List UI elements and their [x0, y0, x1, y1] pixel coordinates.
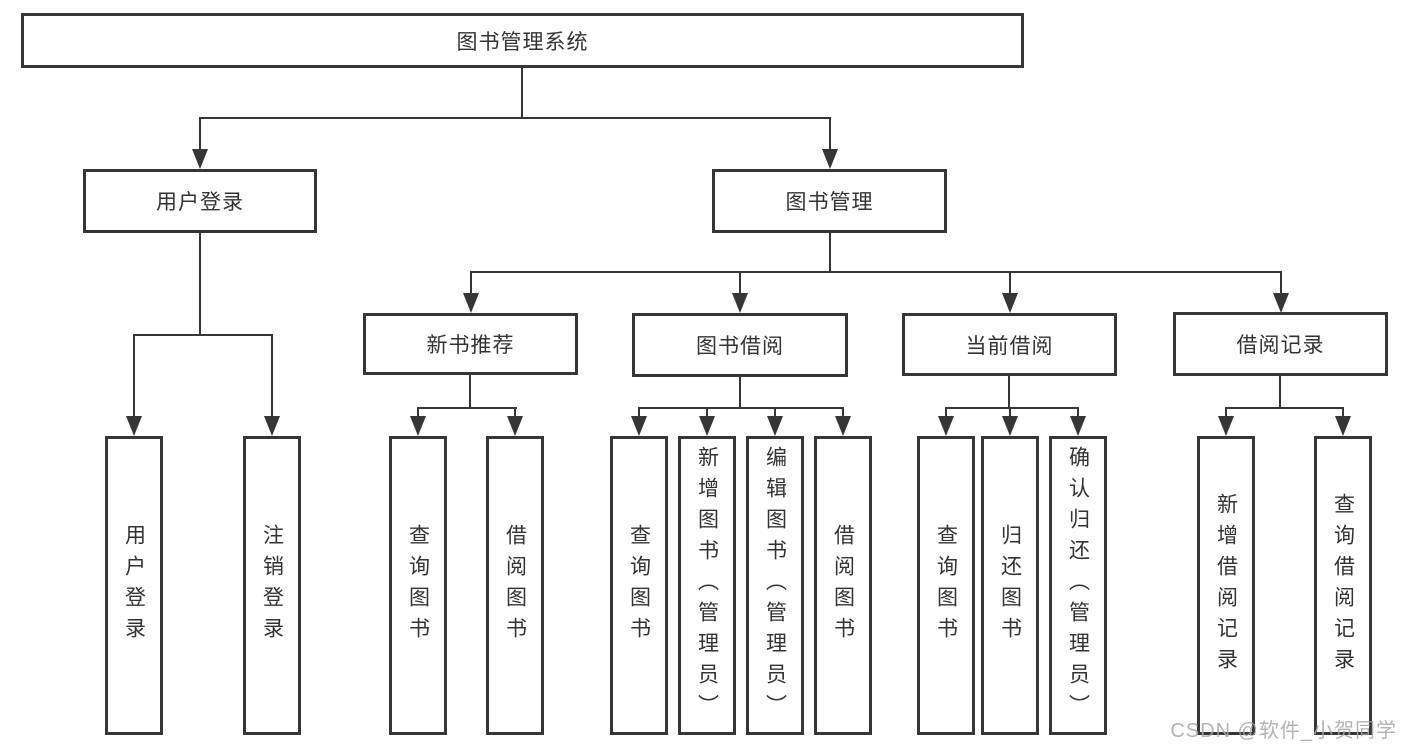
connector-hline [133, 334, 273, 336]
connector-stub [271, 334, 273, 420]
connector-stub [842, 407, 844, 420]
leaf-borrow-books-borrowing: 借阅图书 [814, 436, 872, 735]
node-book-management: 图书管理 [712, 169, 947, 233]
connector-stub [1342, 407, 1344, 420]
connector-hline [199, 117, 831, 119]
node-book-borrowing-label: 图书借阅 [696, 335, 784, 358]
node-user-login: 用户登录 [83, 169, 317, 233]
connector-stub [1009, 407, 1011, 420]
node-current-borrowing: 当前借阅 [902, 313, 1117, 376]
connector-vline [469, 375, 471, 409]
arrow-down-icon [1218, 416, 1234, 436]
arrow-down-icon [463, 293, 479, 313]
leaf-logout: 注销登录 [243, 436, 301, 735]
arrow-down-icon [822, 149, 838, 169]
node-book-management-label: 图书管理 [785, 191, 874, 214]
leaf-add-borrow-record-label: 新增借阅记录 [1214, 492, 1238, 679]
leaf-logout-label: 注销登录 [260, 523, 284, 648]
leaf-query-books-recommend-label: 查询图书 [406, 523, 430, 648]
arrow-down-icon [1335, 416, 1351, 436]
csdn-watermark: CSDN @软件_小贺同学 [1170, 720, 1397, 742]
arrow-down-icon [507, 416, 523, 436]
connector-vline [521, 68, 523, 119]
arrow-down-icon [699, 416, 715, 436]
arrow-down-icon [264, 416, 280, 436]
node-current-borrowing-label: 当前借阅 [965, 334, 1054, 358]
leaf-add-borrow-record: 新增借阅记录 [1197, 436, 1255, 735]
connector-hline [945, 407, 1079, 409]
connector-stub [133, 334, 135, 420]
arrow-down-icon [1002, 293, 1018, 313]
leaf-return-books-label: 归还图书 [998, 523, 1022, 648]
connector-hline [1225, 407, 1344, 409]
connector-vline [1008, 376, 1010, 409]
arrow-down-icon [1273, 293, 1289, 313]
node-library-system-label: 图书管理系统 [456, 30, 589, 54]
connector-stub [1225, 407, 1227, 420]
connector-stub [514, 407, 516, 420]
connector-hline [638, 407, 844, 409]
leaf-user-login-label: 用户登录 [122, 523, 146, 648]
leaf-edit-book-admin-label: 编辑图书（管理员） [763, 446, 787, 725]
leaf-query-borrow-record-label: 查询借阅记录 [1331, 492, 1355, 679]
connector-stub [638, 407, 640, 420]
connector-stub [417, 407, 419, 420]
connector-hline [417, 407, 517, 409]
leaf-borrow-books-recommend: 借阅图书 [486, 436, 544, 735]
connector-stub [774, 407, 776, 420]
leaf-return-books: 归还图书 [981, 436, 1039, 735]
connector-hline [470, 271, 1281, 273]
node-borrowing-records: 借阅记录 [1173, 312, 1388, 376]
connector-vline [1279, 376, 1281, 409]
leaf-borrow-books-recommend-label: 借阅图书 [503, 523, 527, 648]
connector-stub [706, 407, 708, 420]
leaf-query-books-borrowing-label: 查询图书 [627, 523, 651, 648]
arrow-down-icon [192, 149, 208, 169]
node-borrowing-records-label: 借阅记录 [1236, 334, 1325, 357]
connector-stub [829, 117, 831, 155]
node-new-book-recommendation: 新书推荐 [363, 313, 578, 375]
node-library-system: 图书管理系统 [21, 13, 1024, 68]
node-book-borrowing: 图书借阅 [632, 313, 848, 377]
arrow-down-icon [1070, 416, 1086, 436]
leaf-add-book-admin: 新增图书（管理员） [678, 436, 736, 735]
connector-stub [1280, 271, 1282, 297]
node-new-book-recommendation-label: 新书推荐 [426, 334, 515, 357]
connector-stub [1077, 407, 1079, 420]
connector-stub [199, 117, 201, 155]
leaf-edit-book-admin: 编辑图书（管理员） [746, 436, 804, 735]
leaf-query-borrow-record: 查询借阅记录 [1314, 436, 1372, 735]
leaf-query-books-current-label: 查询图书 [934, 523, 958, 648]
connector-stub [739, 271, 741, 297]
leaf-confirm-return-admin-label: 确认归还（管理员） [1066, 446, 1090, 725]
arrow-down-icon [938, 416, 954, 436]
arrow-down-icon [767, 416, 783, 436]
arrow-down-icon [835, 416, 851, 436]
connector-vline [739, 377, 741, 409]
connector-vline [199, 233, 201, 336]
arrow-down-icon [410, 416, 426, 436]
leaf-user-login: 用户登录 [105, 436, 163, 735]
connector-stub [945, 407, 947, 420]
arrow-down-icon [1002, 416, 1018, 436]
leaf-add-book-admin-label: 新增图书（管理员） [695, 446, 719, 725]
arrow-down-icon [732, 293, 748, 313]
node-user-login-label: 用户登录 [156, 191, 244, 214]
arrow-down-icon [631, 416, 647, 436]
leaf-query-books-borrowing: 查询图书 [610, 436, 668, 735]
leaf-query-books-recommend: 查询图书 [389, 436, 447, 735]
connector-stub [1009, 271, 1011, 297]
leaf-confirm-return-admin: 确认归还（管理员） [1049, 436, 1107, 735]
connector-stub [470, 271, 472, 297]
leaf-query-books-current: 查询图书 [917, 436, 975, 735]
arrow-down-icon [126, 416, 142, 436]
leaf-borrow-books-borrowing-label: 借阅图书 [831, 523, 855, 648]
connector-vline [829, 233, 831, 273]
